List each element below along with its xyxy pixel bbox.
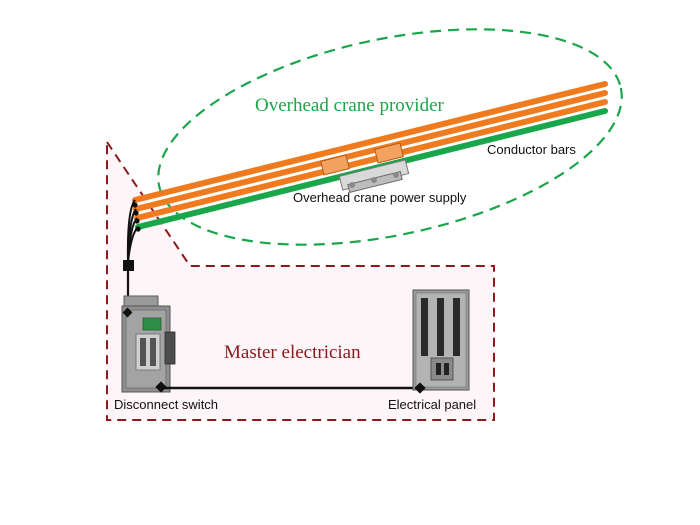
master-electrician-label: Master electrician [224, 342, 361, 363]
feed-wire-terminals [132, 202, 141, 232]
power-supply-label: Overhead crane power supply [293, 190, 467, 205]
electrical-panel-icon [412, 289, 470, 391]
conductor-bar-3 [134, 99, 608, 221]
conductor-bar-1 [132, 81, 608, 203]
conductor-bars-label: Conductor bars [487, 142, 576, 157]
panel-terminal [414, 382, 426, 394]
electrical-panel-label: Electrical panel [388, 397, 476, 412]
wire-junction-box [123, 260, 134, 271]
power-supply-collector [320, 142, 410, 194]
conductor-bar-2 [133, 90, 608, 212]
disconnect-switch-icon [121, 295, 176, 393]
crane-provider-label: Overhead crane provider [255, 95, 445, 116]
crane-provider-region-outline [157, 28, 623, 246]
disconnect-switch-label: Disconnect switch [114, 397, 218, 412]
master-electrician-region-outline [106, 138, 495, 421]
